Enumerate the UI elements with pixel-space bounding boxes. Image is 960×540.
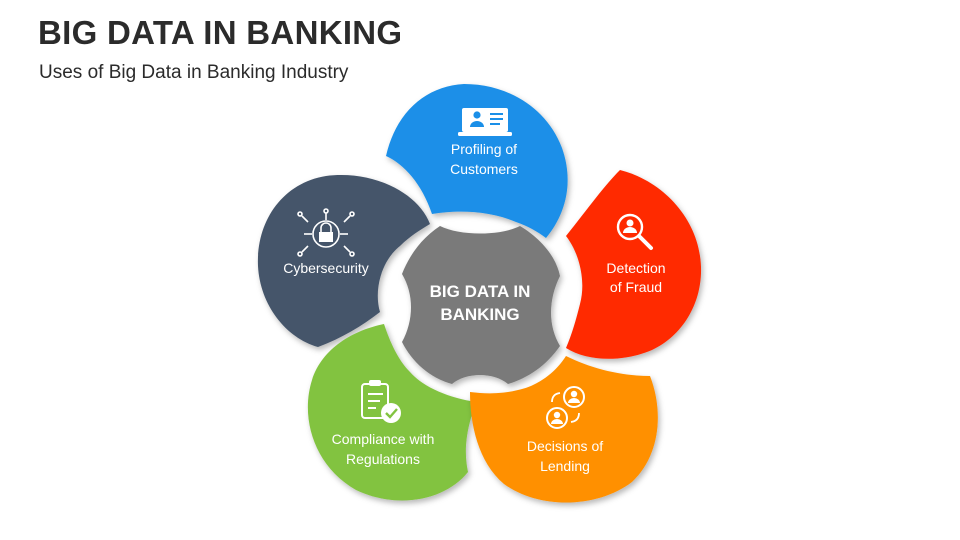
petal-cybersecurity: Cybersecurity bbox=[257, 175, 430, 347]
petal-compliance-label-line1: Compliance with bbox=[332, 431, 435, 447]
petal-cybersecurity-label: Cybersecurity bbox=[283, 260, 369, 276]
petal-fraud-label-line2: of Fraud bbox=[610, 279, 662, 295]
petal-lending-label-line1: Decisions of bbox=[527, 438, 603, 454]
fraud-search-icon bbox=[616, 213, 653, 250]
petal-lending-label-line2: Lending bbox=[540, 458, 590, 474]
page-subtitle: Uses of Big Data in Banking Industry bbox=[39, 62, 349, 83]
petal-profiling-label-line2: Customers bbox=[450, 161, 518, 177]
petal-lending: Decisions of Lending bbox=[470, 356, 658, 503]
center-label-line2: BANKING bbox=[440, 305, 519, 324]
petal-profiling-label-line1: Profiling of bbox=[451, 141, 517, 157]
page-title: BIG DATA IN BANKING bbox=[38, 14, 403, 51]
circuit-lock-icon bbox=[297, 208, 355, 257]
center-label-line1: BIG DATA IN bbox=[430, 282, 531, 301]
petal-fraud-label-line1: Detection bbox=[606, 260, 665, 276]
checklist-icon bbox=[361, 380, 401, 423]
petal-compliance: Compliance with Regulations bbox=[307, 324, 476, 501]
petal-fraud: Detection of Fraud bbox=[566, 170, 702, 359]
center-hub: BIG DATA IN BANKING bbox=[402, 226, 560, 384]
petal-compliance-label-line2: Regulations bbox=[346, 451, 420, 467]
petal-profiling: Profiling of Customers bbox=[386, 84, 568, 238]
customer-profile-icon bbox=[458, 108, 512, 136]
user-exchange-icon bbox=[546, 386, 585, 429]
